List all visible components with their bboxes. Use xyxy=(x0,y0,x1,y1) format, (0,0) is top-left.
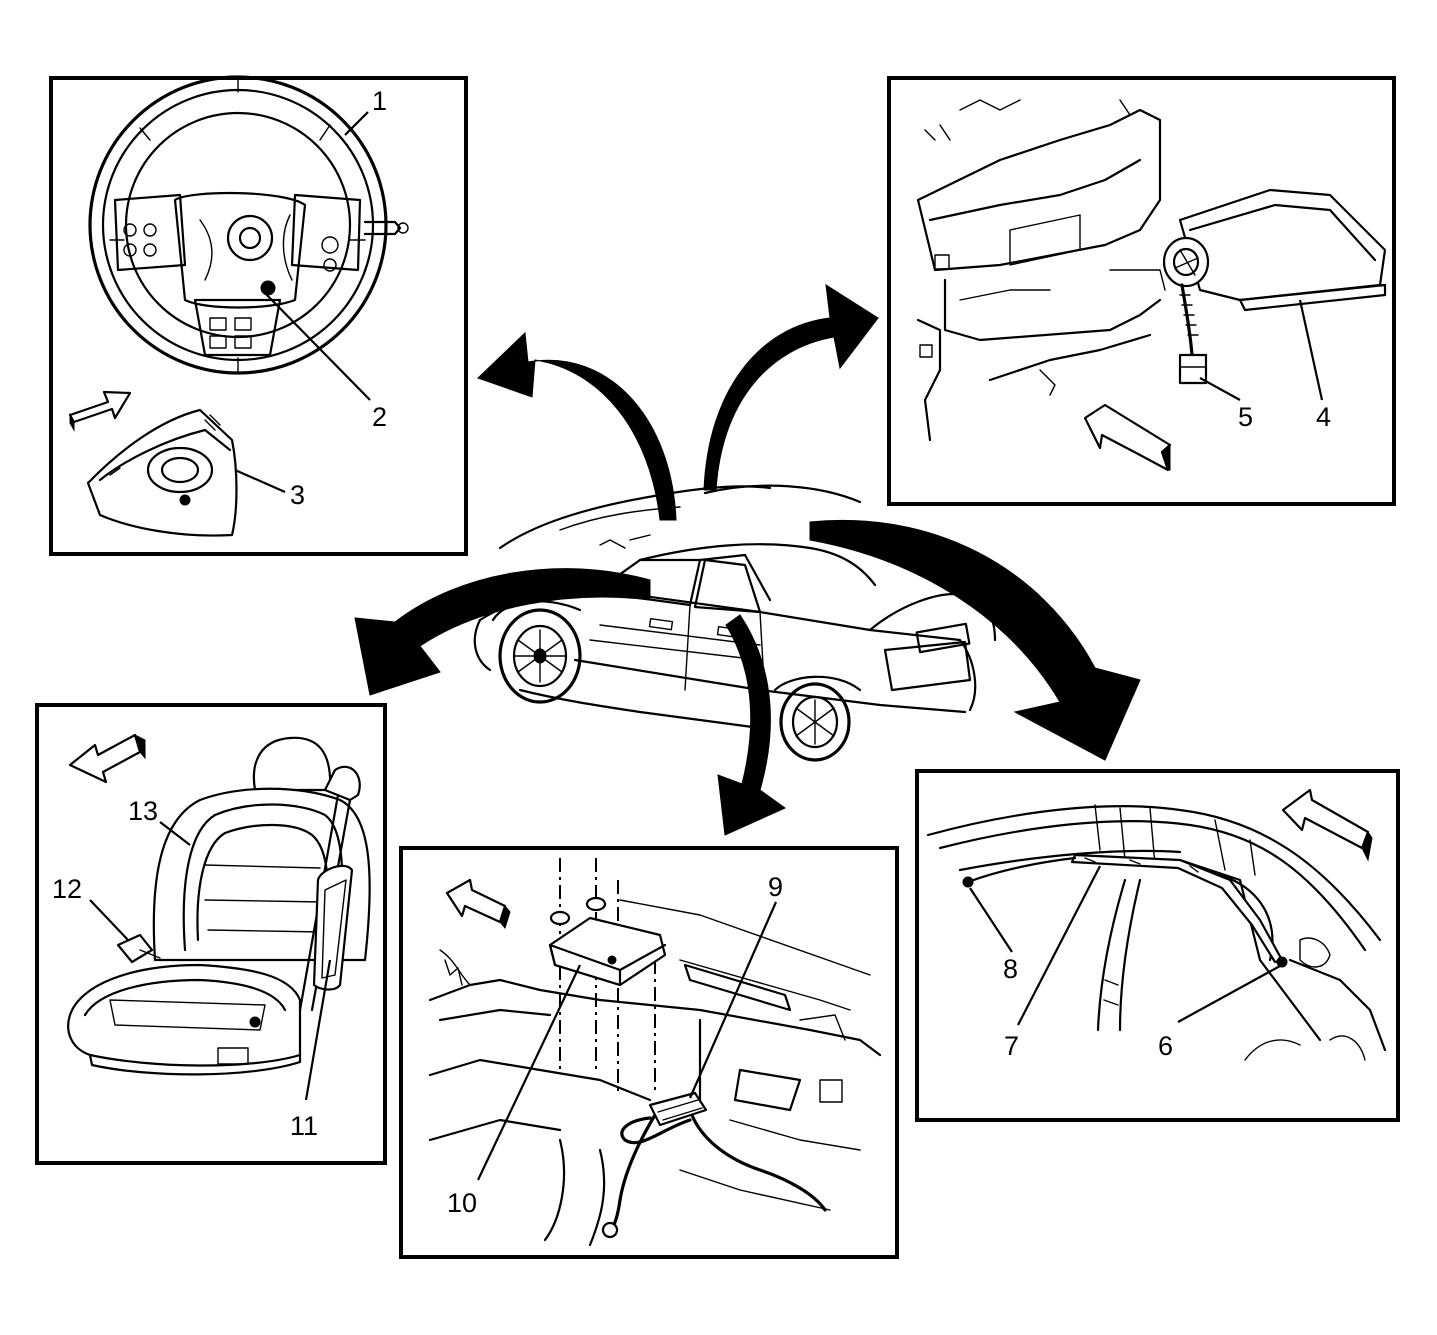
panel-passenger-airbag: 5 4 xyxy=(887,76,1396,506)
callout-7: 7 xyxy=(1004,1031,1019,1061)
arrow-to-steering-wheel-icon xyxy=(477,331,677,521)
seat-side-airbag xyxy=(312,864,354,991)
arrow-to-seat-icon xyxy=(354,568,651,696)
panel-sensing-module: 9 10 xyxy=(399,846,899,1259)
callout-10: 10 xyxy=(447,1188,477,1218)
callout-12: 12 xyxy=(52,874,82,904)
callout-9: 9 xyxy=(768,872,783,902)
callout-8: 8 xyxy=(1003,954,1018,984)
arrow-to-sensing-module-icon xyxy=(717,614,786,836)
inboard-direction-arrow-icon xyxy=(68,390,132,424)
callout-6: 6 xyxy=(1158,1031,1173,1061)
callout-3: 3 xyxy=(290,480,305,510)
callout-11: 11 xyxy=(290,1111,318,1141)
panel-steering-wheel: 1 2 3 xyxy=(49,75,468,556)
callout-5: 5 xyxy=(1238,402,1253,432)
direction-arrows xyxy=(354,284,1141,836)
callout-1: 1 xyxy=(372,86,387,116)
sensing-module-connector xyxy=(648,1091,708,1127)
arrow-to-passenger-airbag-icon xyxy=(703,284,879,491)
arrow-to-roof-rail-icon xyxy=(809,519,1141,761)
callout-2: 2 xyxy=(372,402,387,432)
callout-4: 4 xyxy=(1316,402,1331,432)
panel-roof-rail: 8 7 6 xyxy=(915,769,1400,1122)
roof-rail-airbag xyxy=(1070,853,1284,964)
panel-seat: 13 12 11 xyxy=(35,703,387,1165)
callout-13: 13 xyxy=(128,796,158,826)
